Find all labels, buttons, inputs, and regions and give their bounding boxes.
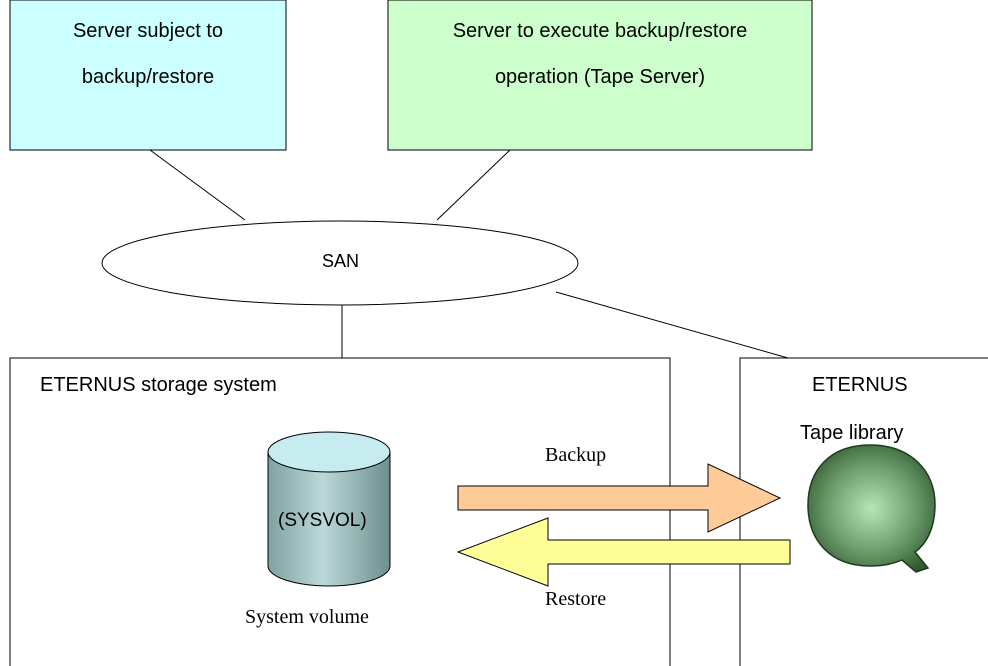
tape-server-box: [387, 0, 813, 151]
tape-server-label: Server to execute backup/restore operati…: [452, 20, 748, 88]
backup-arrow: [457, 463, 782, 533]
system-volume-caption: System volume: [245, 606, 369, 628]
san-label: SAN: [322, 251, 360, 271]
tape-library-label: Tape library: [800, 422, 904, 444]
san-ellipse: [101, 220, 579, 306]
line-tapeserver-to-san: [436, 149, 511, 221]
line-server-to-san: [149, 149, 246, 221]
storage-system-box: [9, 357, 671, 666]
server-subject-label: Server subject to backup/restore: [72, 20, 224, 88]
backup-label: Backup: [545, 444, 607, 466]
sysvol-label: (SYSVOL): [278, 510, 367, 531]
line-san-to-tape: [555, 291, 789, 359]
restore-arrow: [456, 517, 791, 587]
restore-label: Restore: [545, 588, 607, 610]
system-volume-cylinder-icon: [267, 431, 391, 587]
eternus-tape-label: ETERNUS: [812, 374, 908, 396]
storage-system-label: ETERNUS storage system: [40, 374, 277, 396]
server-subject-box: [9, 0, 287, 151]
tape-library-icon: [807, 444, 936, 573]
